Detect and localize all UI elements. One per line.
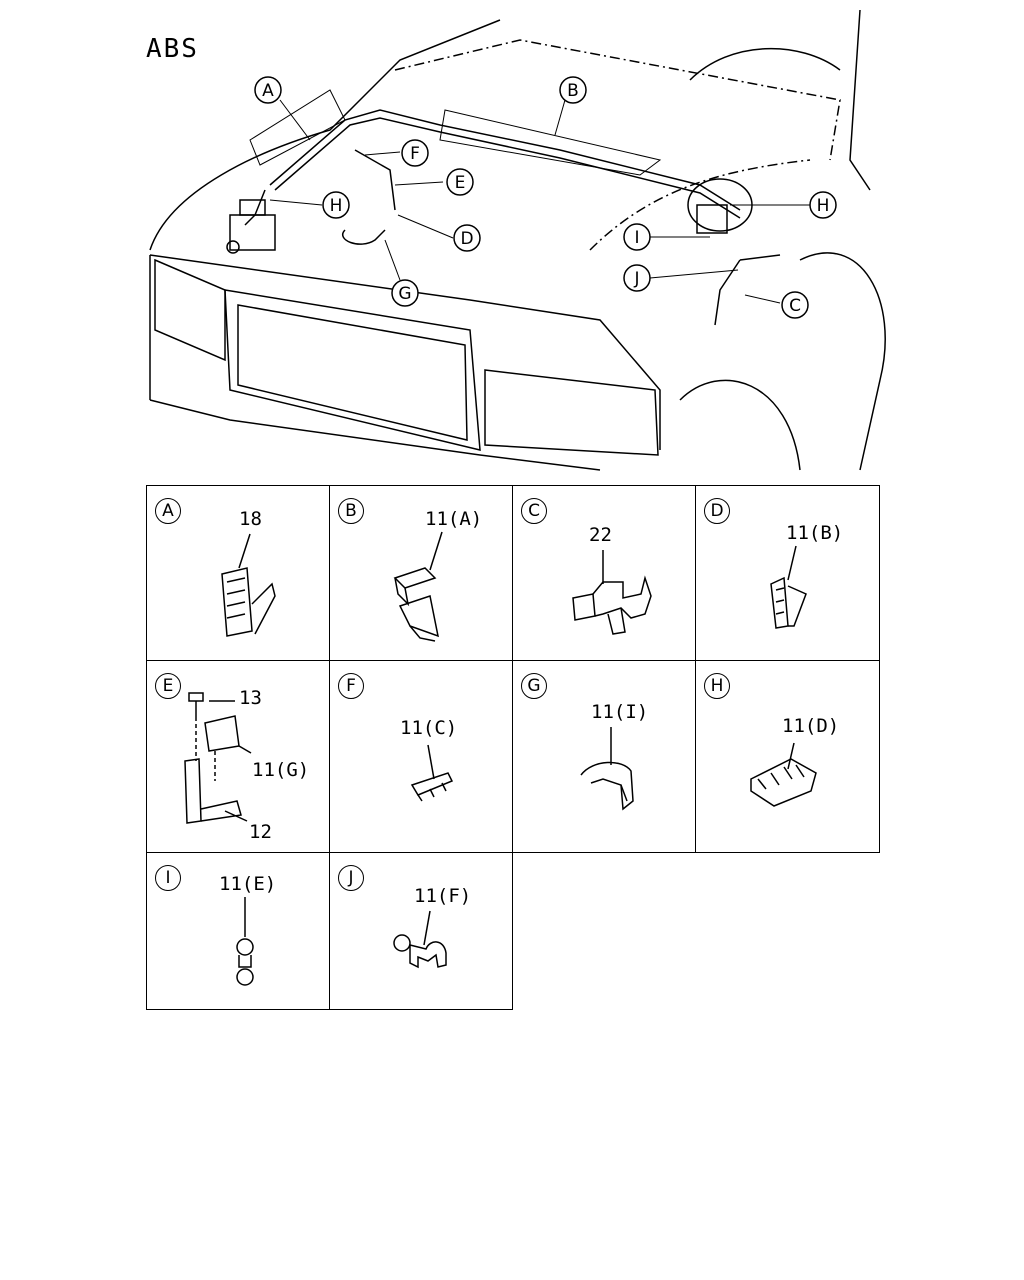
detail-cell-a: A 18 xyxy=(146,485,330,661)
detail-label-i: I xyxy=(155,865,181,891)
callout-j: J xyxy=(623,264,651,292)
callout-a: A xyxy=(254,76,282,104)
parts-detail-grid: A 18 B 11(A) C 22 xyxy=(146,485,880,1010)
callout-d: D xyxy=(453,224,481,252)
bracket-assembly-illustration xyxy=(184,692,252,824)
clip-11a-illustration xyxy=(393,531,443,642)
detail-label-a: A xyxy=(155,498,181,524)
callout-c: C xyxy=(781,291,809,319)
detail-cell-j: J 11(F) xyxy=(329,852,513,1010)
callout-h: H xyxy=(809,191,837,219)
detail-cell-d: D 11(B) xyxy=(695,485,880,661)
detail-cell-i: I 11(E) xyxy=(146,852,330,1010)
clip-11c-illustration xyxy=(410,744,454,802)
callout-b: B xyxy=(559,76,587,104)
part-number-22: 22 xyxy=(589,524,612,546)
part-number-11g: 11(G) xyxy=(252,759,310,781)
callout-circle xyxy=(322,191,350,219)
callout-letter: I xyxy=(634,228,639,248)
detail-label-e: E xyxy=(155,673,181,699)
part-number-11a: 11(A) xyxy=(425,508,483,530)
detail-label-c: C xyxy=(521,498,547,524)
detail-cell-b: B 11(A) xyxy=(329,485,513,661)
detail-cell-c: C 22 xyxy=(512,485,696,661)
detail-cell-e: E 13 11(G) 12 xyxy=(146,660,330,853)
callout-circle xyxy=(401,139,429,167)
callout-circle xyxy=(623,223,651,251)
callout-circle xyxy=(809,191,837,219)
callout-letter: J xyxy=(633,269,639,289)
callout-e: E xyxy=(446,168,474,196)
part-number-11i: 11(I) xyxy=(591,701,649,723)
detail-label-d: D xyxy=(704,498,730,524)
detail-label-b: B xyxy=(338,498,364,524)
part-number-11f: 11(F) xyxy=(414,885,472,907)
callout-circle xyxy=(623,264,651,292)
callout-letter: B xyxy=(567,81,579,101)
part-number-12: 12 xyxy=(249,821,272,843)
callout-letter: H xyxy=(817,196,830,216)
detail-label-f: F xyxy=(338,673,364,699)
clip-11d-illustration xyxy=(750,742,817,807)
callout-letter: F xyxy=(410,144,420,164)
callout-letter: D xyxy=(460,229,473,249)
part-number-18: 18 xyxy=(239,508,262,530)
part-number-11e: 11(E) xyxy=(219,873,277,895)
clip-18-illustration xyxy=(221,533,276,637)
clip-11i-illustration xyxy=(580,727,634,811)
clip-11f-illustration xyxy=(393,910,447,969)
part-number-11b: 11(B) xyxy=(786,522,844,544)
callout-circle xyxy=(453,224,481,252)
callout-letter: C xyxy=(789,296,801,316)
part-number-11d: 11(D) xyxy=(782,715,840,737)
clip-22-illustration xyxy=(572,550,652,635)
detail-label-j: J xyxy=(338,865,364,891)
callout-circle xyxy=(559,76,587,104)
callout-circle xyxy=(391,279,419,307)
callout-letter: E xyxy=(455,173,466,193)
detail-label-g: G xyxy=(521,673,547,699)
callout-letter: H xyxy=(330,196,343,216)
clip-11e-illustration xyxy=(236,897,254,986)
vehicle-overview-drawing: A B C D E F G H H I J xyxy=(149,9,886,471)
detail-cell-h: H 11(D) xyxy=(695,660,880,853)
callout-circle xyxy=(254,76,282,104)
callout-h: H xyxy=(322,191,350,219)
callout-f: F xyxy=(401,139,429,167)
diagram-title: ABS xyxy=(146,34,199,64)
clip-11b-illustration xyxy=(770,545,807,629)
callout-circle xyxy=(781,291,809,319)
callout-circle xyxy=(446,168,474,196)
part-number-13: 13 xyxy=(239,687,262,709)
callout-i: I xyxy=(623,223,651,251)
detail-label-h: H xyxy=(704,673,730,699)
callout-g: G xyxy=(391,279,419,307)
detail-cell-g: G 11(I) xyxy=(512,660,696,853)
callout-letter: A xyxy=(262,81,274,101)
part-number-11c: 11(C) xyxy=(400,717,458,739)
hood-left-edge xyxy=(149,19,501,251)
detail-cell-f: F 11(C) xyxy=(329,660,513,853)
callout-letter: G xyxy=(398,284,411,304)
